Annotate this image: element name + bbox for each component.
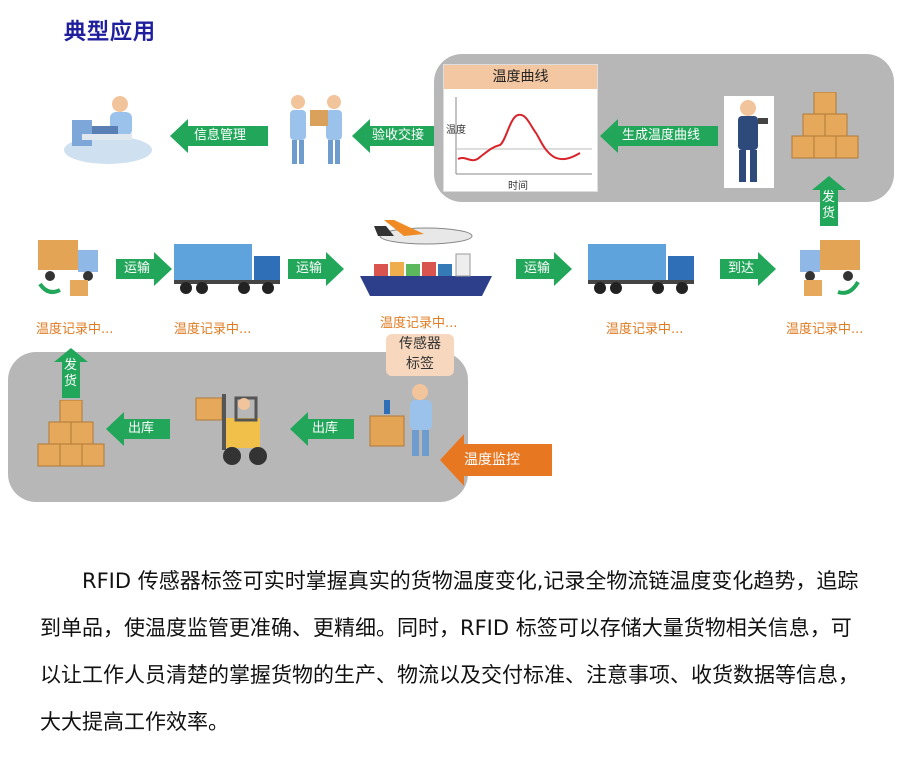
truck-icon-2 (588, 244, 694, 294)
ship-left-label: 发货 (64, 358, 78, 389)
description-paragraph: RFID 传感器标签可实时掌握真实的货物温度变化,记录全物流链温度变化趋势，追踪… (40, 569, 859, 734)
temperature-monitor-arrow: 温度监控 (440, 434, 552, 486)
forklift-icon (195, 394, 267, 465)
chart-title: 温度曲线 (444, 65, 597, 89)
station-label-5: 温度记录中... (786, 322, 864, 337)
station-label-4: 温度记录中... (606, 322, 684, 337)
temperature-line (457, 113, 581, 162)
outbound-arrow-1: 出库 (106, 412, 170, 446)
tagging-worker-icon (369, 384, 432, 456)
boxes-pile-icon (791, 92, 859, 159)
station-label-1: 温度记录中... (36, 322, 114, 337)
transport-label-3: 运输 (524, 261, 551, 276)
arrive-arrow: 到达 (720, 252, 776, 286)
unloading-truck-icon (800, 240, 860, 296)
sensor-tag-callout: 传感器 标签 (386, 334, 454, 376)
sensor-callout-line1: 传感器 (399, 336, 441, 352)
outbound-label-1: 出库 (128, 421, 155, 436)
transport-arrow-3: 运输 (516, 252, 572, 286)
ship-right-arrow: 发货 (812, 176, 846, 226)
desk-worker-icon (64, 96, 152, 164)
station-label-3: 温度记录中... (380, 316, 458, 331)
acceptance-label: 验收交接 (372, 128, 425, 143)
x-axis-label: 时间 (508, 181, 528, 192)
y-axis-label: 温度 (446, 125, 466, 136)
page-title: 典型应用 (64, 19, 157, 45)
handover-people-icon (290, 95, 342, 164)
truck-icon-1 (174, 244, 280, 294)
station-label-2: 温度记录中... (174, 322, 252, 337)
arrive-label: 到达 (728, 261, 755, 276)
outbound-label-2: 出库 (312, 421, 339, 436)
sensor-callout-line2: 标签 (406, 356, 434, 372)
generate-curve-arrow: 生成温度曲线 (600, 119, 718, 153)
info-management-arrow: 信息管理 (170, 119, 268, 153)
description-text: RFID 传感器标签可实时掌握真实的货物温度变化,记录全物流链温度变化趋势，追踪… (40, 558, 870, 746)
transport-arrow-1: 运输 (116, 252, 172, 286)
acceptance-arrow: 验收交接 (352, 119, 434, 153)
transport-arrow-2: 运输 (288, 252, 344, 286)
airplane-icon (374, 220, 473, 245)
info-management-label: 信息管理 (194, 128, 247, 143)
transport-label-2: 运输 (296, 261, 323, 276)
generate-curve-label: 生成温度曲线 (622, 128, 701, 143)
boxes-pile-icon-2 (37, 400, 105, 467)
temperature-monitor-label: 温度监控 (464, 452, 520, 468)
transport-label-1: 运输 (124, 261, 151, 276)
temperature-chart: 温度曲线 温度 时间 (443, 64, 598, 192)
temperature-curve (455, 97, 592, 175)
outbound-arrow-2: 出库 (290, 412, 354, 446)
scanner-worker-icon (724, 96, 774, 188)
ship-right-label: 发货 (822, 190, 836, 221)
ship-left-arrow: 发货 (54, 348, 88, 398)
cargo-ship-icon (360, 253, 492, 296)
loading-truck-icon (38, 240, 98, 296)
